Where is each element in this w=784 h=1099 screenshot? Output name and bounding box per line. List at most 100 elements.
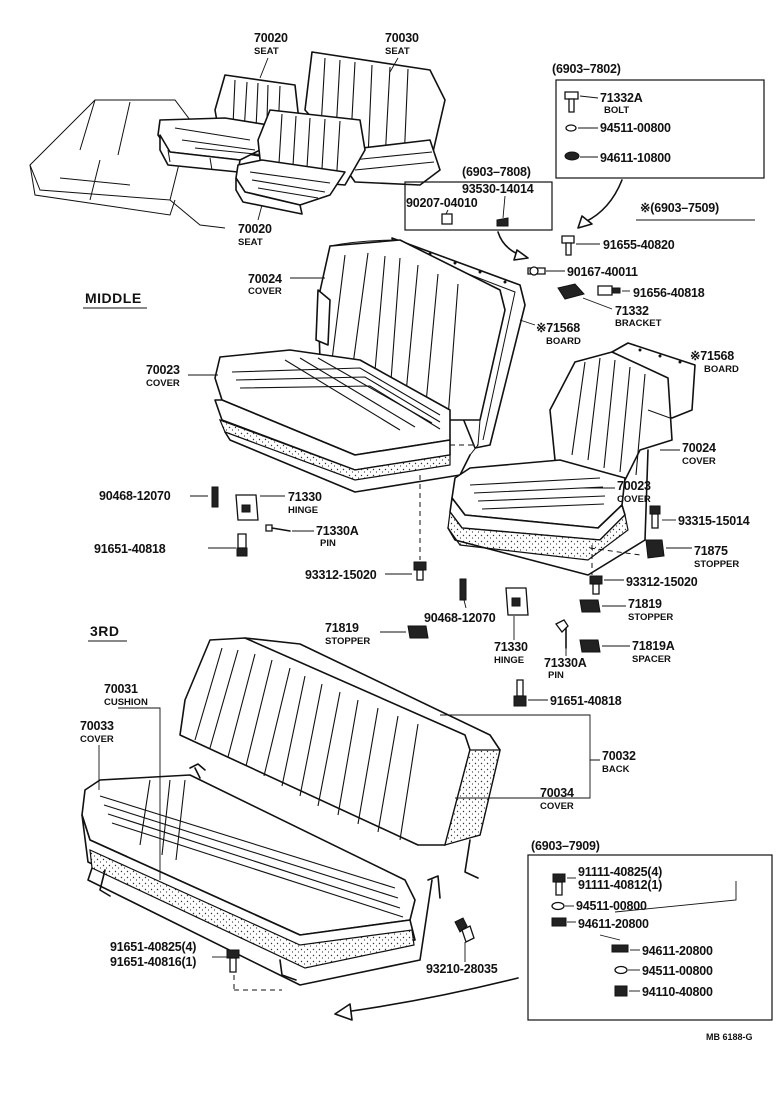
- svg-text:SPACER: SPACER: [632, 654, 671, 665]
- spacer-71819a: 71819A SPACER: [579, 639, 675, 665]
- svg-text:90167-40011: 90167-40011: [567, 265, 638, 279]
- clip-90468-12070-right: 90468-12070: [424, 578, 496, 625]
- svg-text:91651-40818: 91651-40818: [94, 542, 166, 556]
- range-label-6903-7509: ※(6903–7509): [636, 201, 755, 221]
- bracket-71332: 71332 BRACKET: [557, 283, 662, 329]
- svg-text:HINGE: HINGE: [288, 505, 318, 516]
- svg-text:70020: 70020: [238, 222, 272, 236]
- svg-text:70033: 70033: [80, 719, 114, 733]
- svg-text:71332A: 71332A: [600, 91, 643, 105]
- svg-text:※71568: ※71568: [536, 321, 580, 335]
- svg-text:COVER: COVER: [682, 456, 716, 467]
- svg-text:70024: 70024: [682, 441, 716, 455]
- callout-cover-70024-mid: 70024 COVER: [248, 272, 325, 297]
- svg-text:91651-40818: 91651-40818: [550, 694, 622, 708]
- bolt-93315-15014: 93315-15014: [649, 505, 750, 529]
- svg-text:PIN: PIN: [548, 670, 564, 681]
- nut-icon: [614, 985, 628, 997]
- stopper-71875: 71875 STOPPER: [589, 539, 739, 570]
- hinge-71330-center: 71330 HINGE: [494, 587, 529, 666]
- svg-text:91656-40818: 91656-40818: [633, 286, 705, 300]
- svg-text:CUSHION: CUSHION: [104, 697, 148, 708]
- svg-text:94611-20800: 94611-20800: [642, 944, 713, 958]
- washer-icon: [564, 151, 580, 161]
- right-bucket-seat: [447, 342, 696, 576]
- svg-text:71330A: 71330A: [316, 524, 359, 538]
- callout-cover-70034: 70034 COVER: [455, 760, 591, 812]
- svg-text:71330A: 71330A: [544, 656, 587, 670]
- third-bench-seat: [81, 637, 501, 986]
- svg-text:HINGE: HINGE: [494, 655, 524, 666]
- svg-text:91651-40816(1): 91651-40816(1): [110, 955, 196, 969]
- bolt-93312-15020-a: 93312-15020: [305, 475, 427, 582]
- washer-icon: [614, 965, 628, 975]
- svg-text:94110-40800: 94110-40800: [642, 985, 713, 999]
- bolt-91651-40818-right: 91651-40818: [513, 679, 622, 708]
- callout-board-71568-right: ※71568 BOARD: [690, 349, 739, 375]
- pin-71330a-left: 71330A PIN: [265, 524, 359, 549]
- svg-text:91111-40825(4): 91111-40825(4): [578, 865, 662, 879]
- svg-text:91111-40812(1): 91111-40812(1): [578, 878, 662, 892]
- svg-text:SEAT: SEAT: [254, 46, 279, 57]
- svg-text:93312-15020: 93312-15020: [626, 575, 698, 589]
- svg-text:94511-00800: 94511-00800: [600, 121, 671, 135]
- svg-text:BOARD: BOARD: [546, 336, 581, 347]
- bolt-90167-40011: 90167-40011: [527, 265, 638, 279]
- bolt-91655-40820: 91655-40820: [561, 235, 675, 256]
- svg-text:90207-04010: 90207-04010: [406, 196, 478, 210]
- callout-cover-70023-right: 70023 COVER: [580, 479, 651, 505]
- middle-bench-seat: [214, 237, 526, 493]
- stopper-71819-right: 71819 STOPPER: [579, 597, 673, 623]
- left-arrow-icon: [334, 977, 519, 1021]
- svg-text:BOLT: BOLT: [604, 105, 629, 116]
- svg-text:※(6903–7509): ※(6903–7509): [640, 201, 719, 215]
- bolt-91111: 91111-40825(4) 91111-40812(1): [552, 865, 662, 896]
- callout-cover-70033: 70033 COVER: [80, 719, 114, 790]
- seat-70020-lower: [235, 109, 366, 215]
- svg-text:90468-12070: 90468-12070: [99, 489, 171, 503]
- svg-text:SEAT: SEAT: [385, 46, 410, 57]
- svg-text:93210-28035: 93210-28035: [426, 962, 498, 976]
- svg-text:COVER: COVER: [540, 801, 574, 812]
- svg-text:COVER: COVER: [617, 494, 651, 505]
- svg-text:93312-15020: 93312-15020: [305, 568, 377, 582]
- svg-text:71875: 71875: [694, 544, 728, 558]
- pin-71330a-right: 71330A PIN: [544, 619, 587, 681]
- svg-text:70020: 70020: [254, 31, 288, 45]
- svg-text:STOPPER: STOPPER: [325, 636, 370, 647]
- svg-text:COVER: COVER: [146, 378, 180, 389]
- washer-icon: [565, 124, 577, 132]
- callout-cover-70023-mid: 70023 COVER: [146, 363, 218, 389]
- svg-text:93315-15014: 93315-15014: [678, 514, 750, 528]
- washer-icon: [611, 944, 629, 953]
- svg-text:94611-20800: 94611-20800: [578, 917, 649, 931]
- callout-seat-70020-top: 70020 SEAT: [254, 31, 288, 79]
- svg-text:(6903–7909): (6903–7909): [531, 839, 600, 853]
- range-box-6903-7802: (6903–7802) 71332A BOLT 94511-00800 9461…: [552, 62, 765, 179]
- svg-text:70031: 70031: [104, 682, 138, 696]
- svg-text:PIN: PIN: [320, 538, 336, 549]
- nut-icon: [441, 213, 453, 225]
- svg-text:STOPPER: STOPPER: [694, 559, 739, 570]
- svg-text:(6903–7808): (6903–7808): [462, 165, 531, 179]
- svg-text:71819A: 71819A: [632, 639, 675, 653]
- figure-id: MB 6188-G: [706, 1032, 753, 1042]
- svg-text:70023: 70023: [617, 479, 651, 493]
- curved-arrow-icon: [584, 179, 623, 223]
- washer-icon: [551, 901, 565, 911]
- svg-text:70030: 70030: [385, 31, 419, 45]
- callout-cover-70024-right: 70024 COVER: [660, 441, 716, 467]
- callout-back-70032: 70032 BACK: [440, 714, 636, 775]
- svg-text:93530-14014: 93530-14014: [462, 182, 534, 196]
- callout-seat-70020-bottom: 70020 SEAT: [238, 204, 272, 248]
- svg-text:BOARD: BOARD: [704, 364, 739, 375]
- callout-seat-70030: 70030 SEAT: [385, 31, 419, 73]
- svg-text:(6903–7802): (6903–7802): [552, 62, 621, 76]
- svg-text:71332: 71332: [615, 304, 649, 318]
- svg-text:71330: 71330: [494, 640, 528, 654]
- svg-text:※71568: ※71568: [690, 349, 734, 363]
- svg-text:70023: 70023: [146, 363, 180, 377]
- callout-board-71568-mid: ※71568 BOARD: [519, 319, 581, 347]
